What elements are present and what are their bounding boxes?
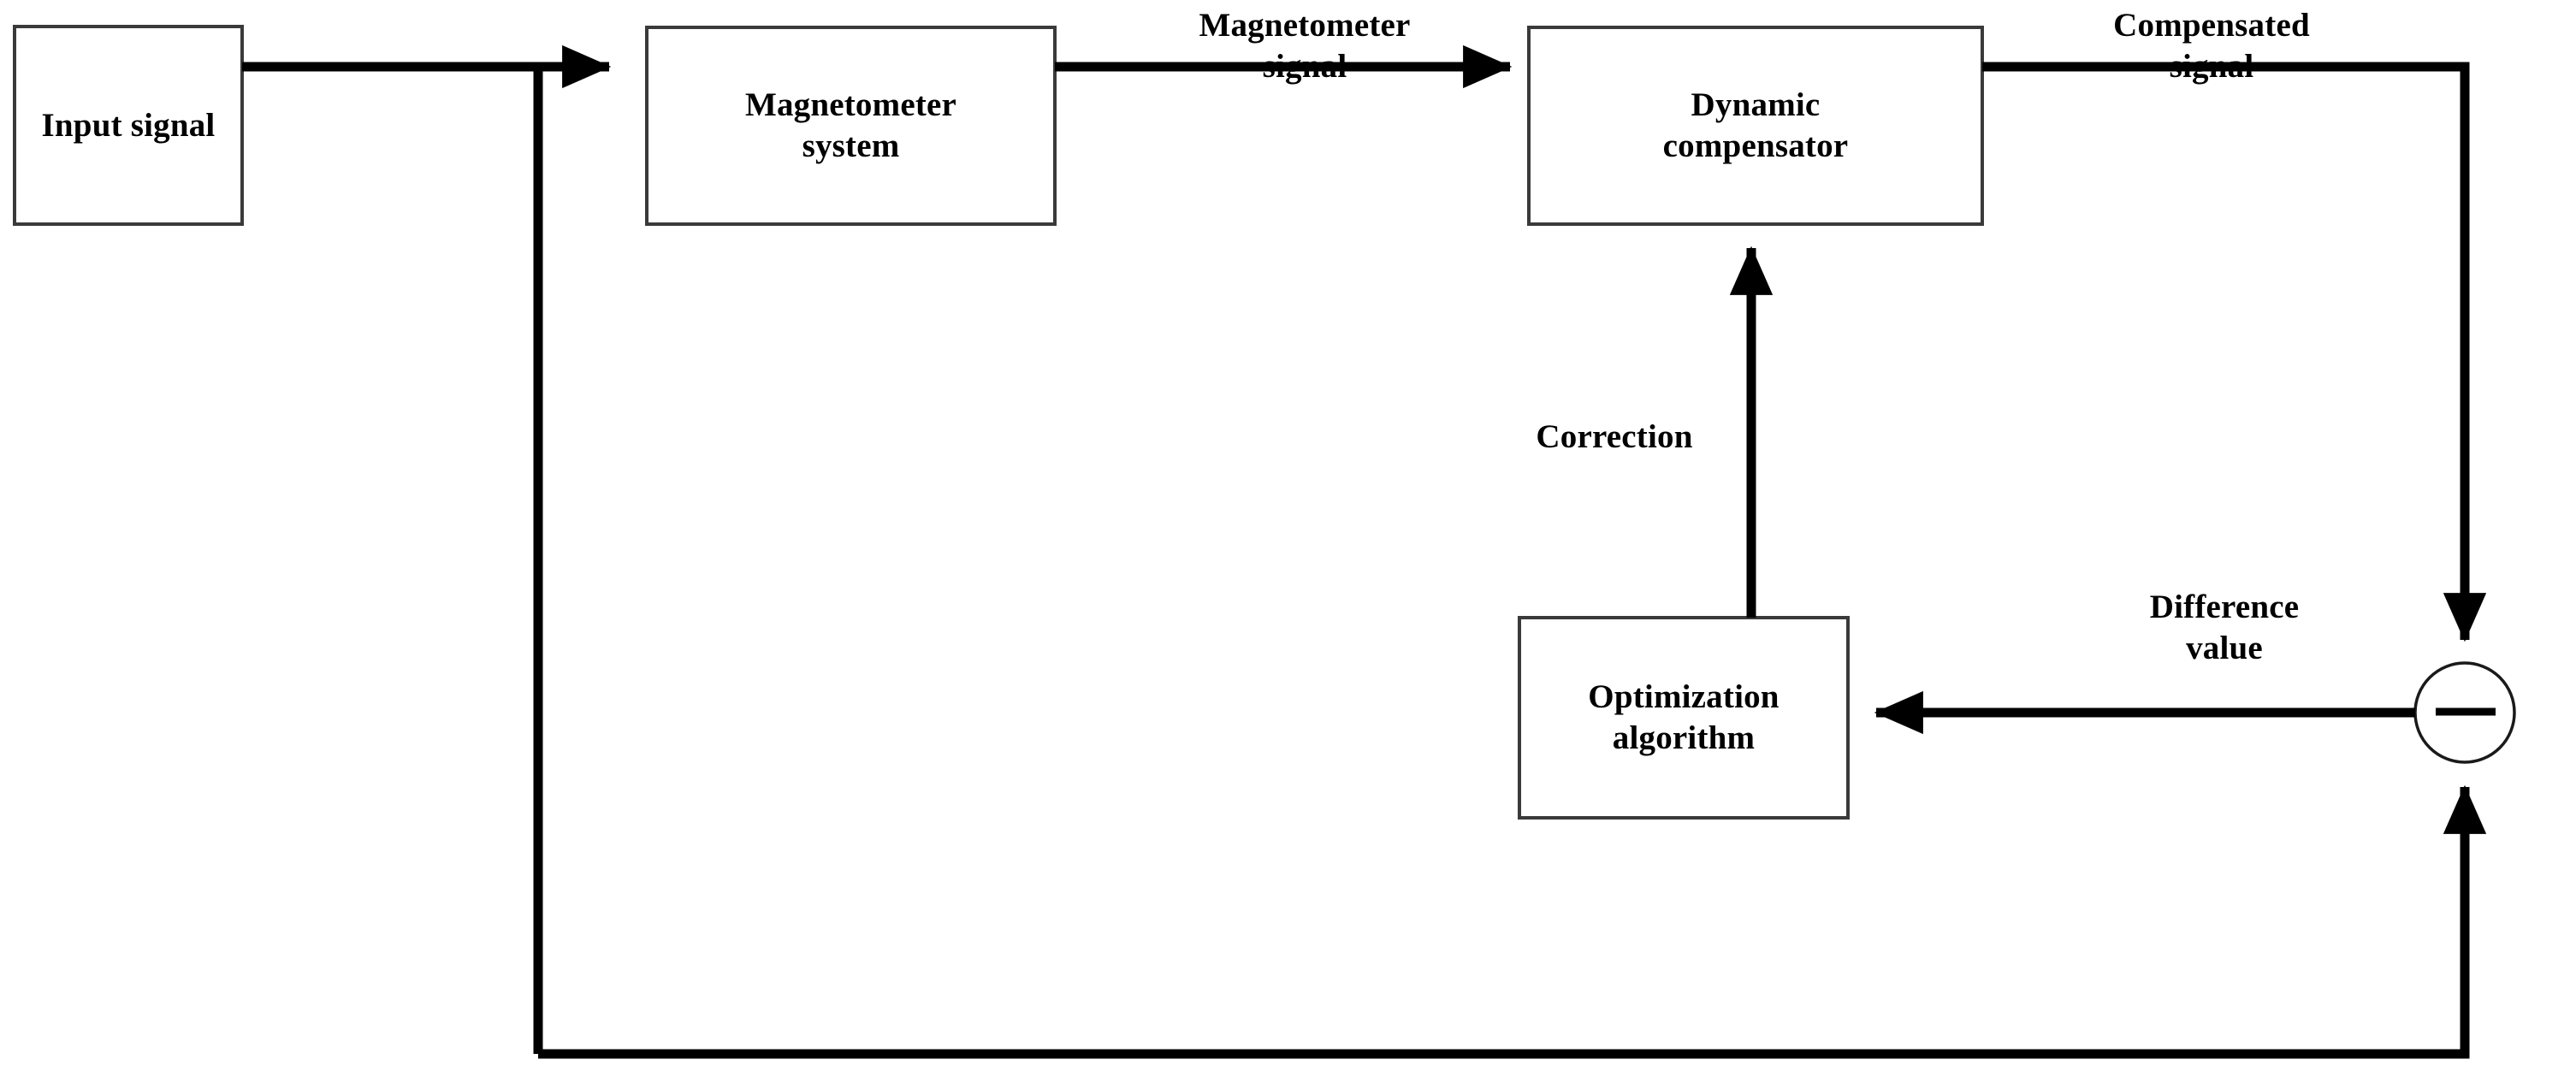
block-magnetometer-system [645,26,1057,226]
block-dynamic-compensator [1527,26,1984,226]
connector-compensator-to-junction [1982,62,2487,642]
block-optimization-algorithm [1518,616,1850,820]
connector-feedback-to-junction [538,784,2487,1059]
block-input-signal [13,25,244,226]
